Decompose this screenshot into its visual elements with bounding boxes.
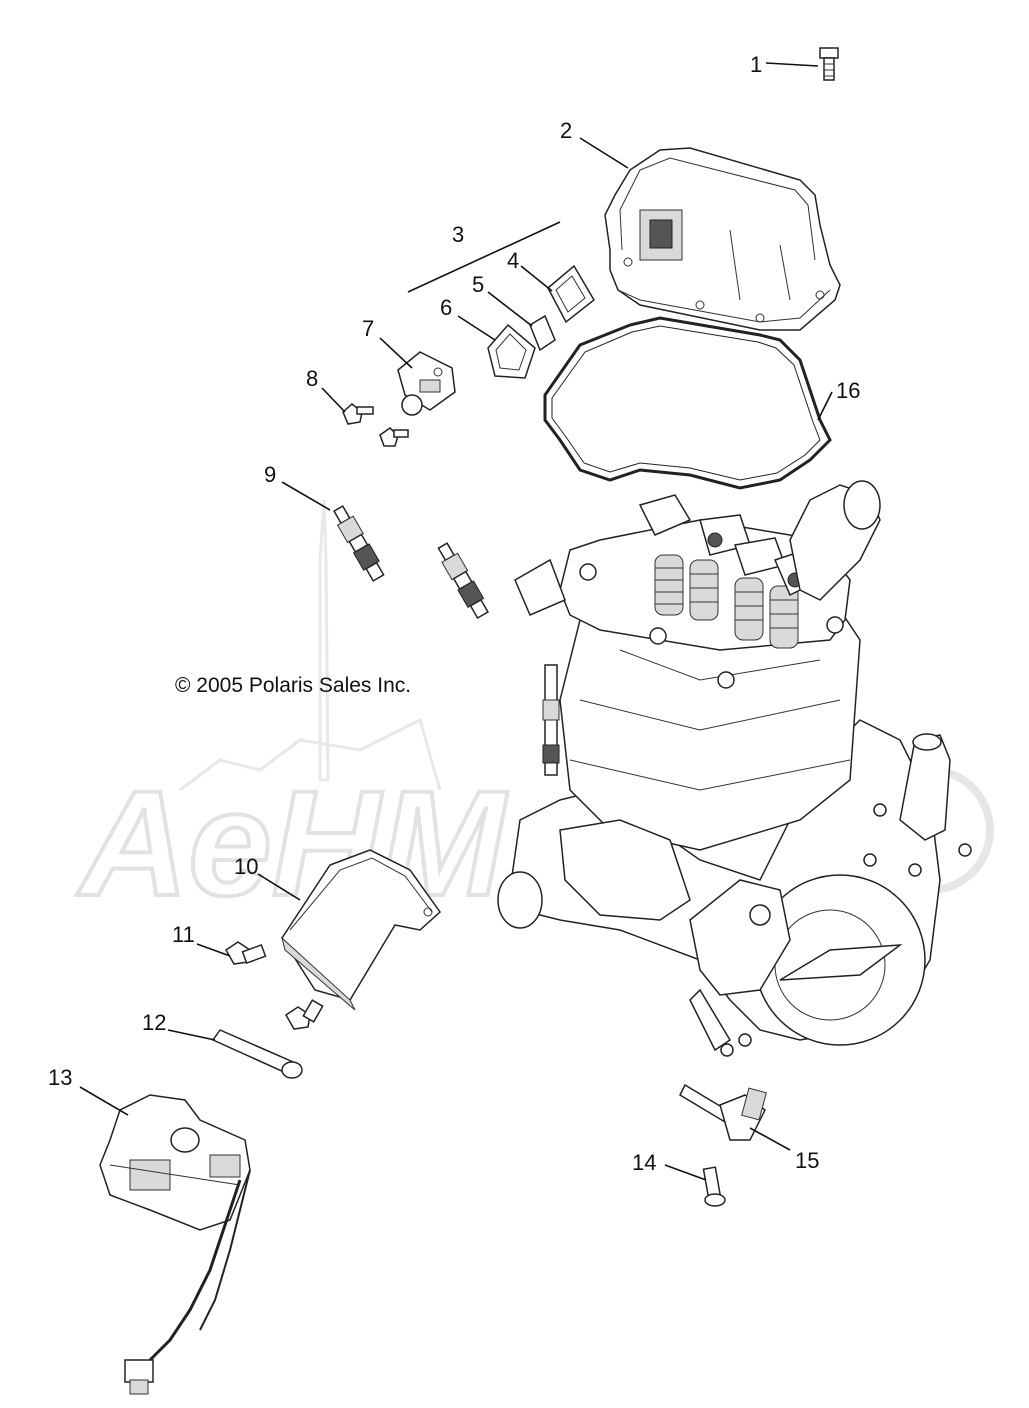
part-5-plate <box>529 314 556 352</box>
callout-4: 4 <box>507 248 519 273</box>
callout-13: 13 <box>48 1065 72 1090</box>
part-12-pin <box>211 1029 303 1079</box>
callout-14: 14 <box>632 1150 656 1175</box>
callout-2: 2 <box>560 118 572 143</box>
valve-springs <box>654 554 799 649</box>
copyright-notice: © 2005 Polaris Sales Inc. <box>175 674 411 697</box>
part-11-bolts <box>225 941 324 1030</box>
engine-assembly <box>497 480 972 1057</box>
part-7-sensor <box>397 351 456 416</box>
part-3-group-bracket <box>407 221 561 293</box>
callout-7: 7 <box>362 316 374 341</box>
part-16-gasket <box>543 316 832 490</box>
callout-labels: 1 2 3 4 5 6 7 8 9 10 11 12 13 14 15 16 <box>48 52 860 1175</box>
callout-10: 10 <box>234 854 258 879</box>
callout-5: 5 <box>472 272 484 297</box>
callout-11: 11 <box>172 922 195 947</box>
leader-lines <box>79 62 833 1181</box>
part-1-bolt <box>819 47 839 81</box>
part-8-screws <box>342 403 409 447</box>
part-10-intake-boot <box>281 849 441 1011</box>
callout-12: 12 <box>142 1010 166 1035</box>
callout-8: 8 <box>306 366 318 391</box>
callout-9: 9 <box>264 462 276 487</box>
part-9-spark-plugs <box>333 505 489 619</box>
part-2-valve-cover <box>604 147 841 331</box>
callout-16: 16 <box>836 378 860 403</box>
callout-15: 15 <box>795 1148 819 1173</box>
part-13-throttle-body <box>99 1094 251 1395</box>
part-4-plate <box>547 264 595 324</box>
callout-1: 1 <box>750 52 762 77</box>
part-6-gasket <box>487 323 536 379</box>
part-15-sensor <box>679 1083 767 1141</box>
callout-3: 3 <box>452 222 464 247</box>
callout-6: 6 <box>440 295 452 320</box>
watermark-text: AeHM <box>76 759 508 927</box>
part-14-pin <box>702 1166 726 1207</box>
